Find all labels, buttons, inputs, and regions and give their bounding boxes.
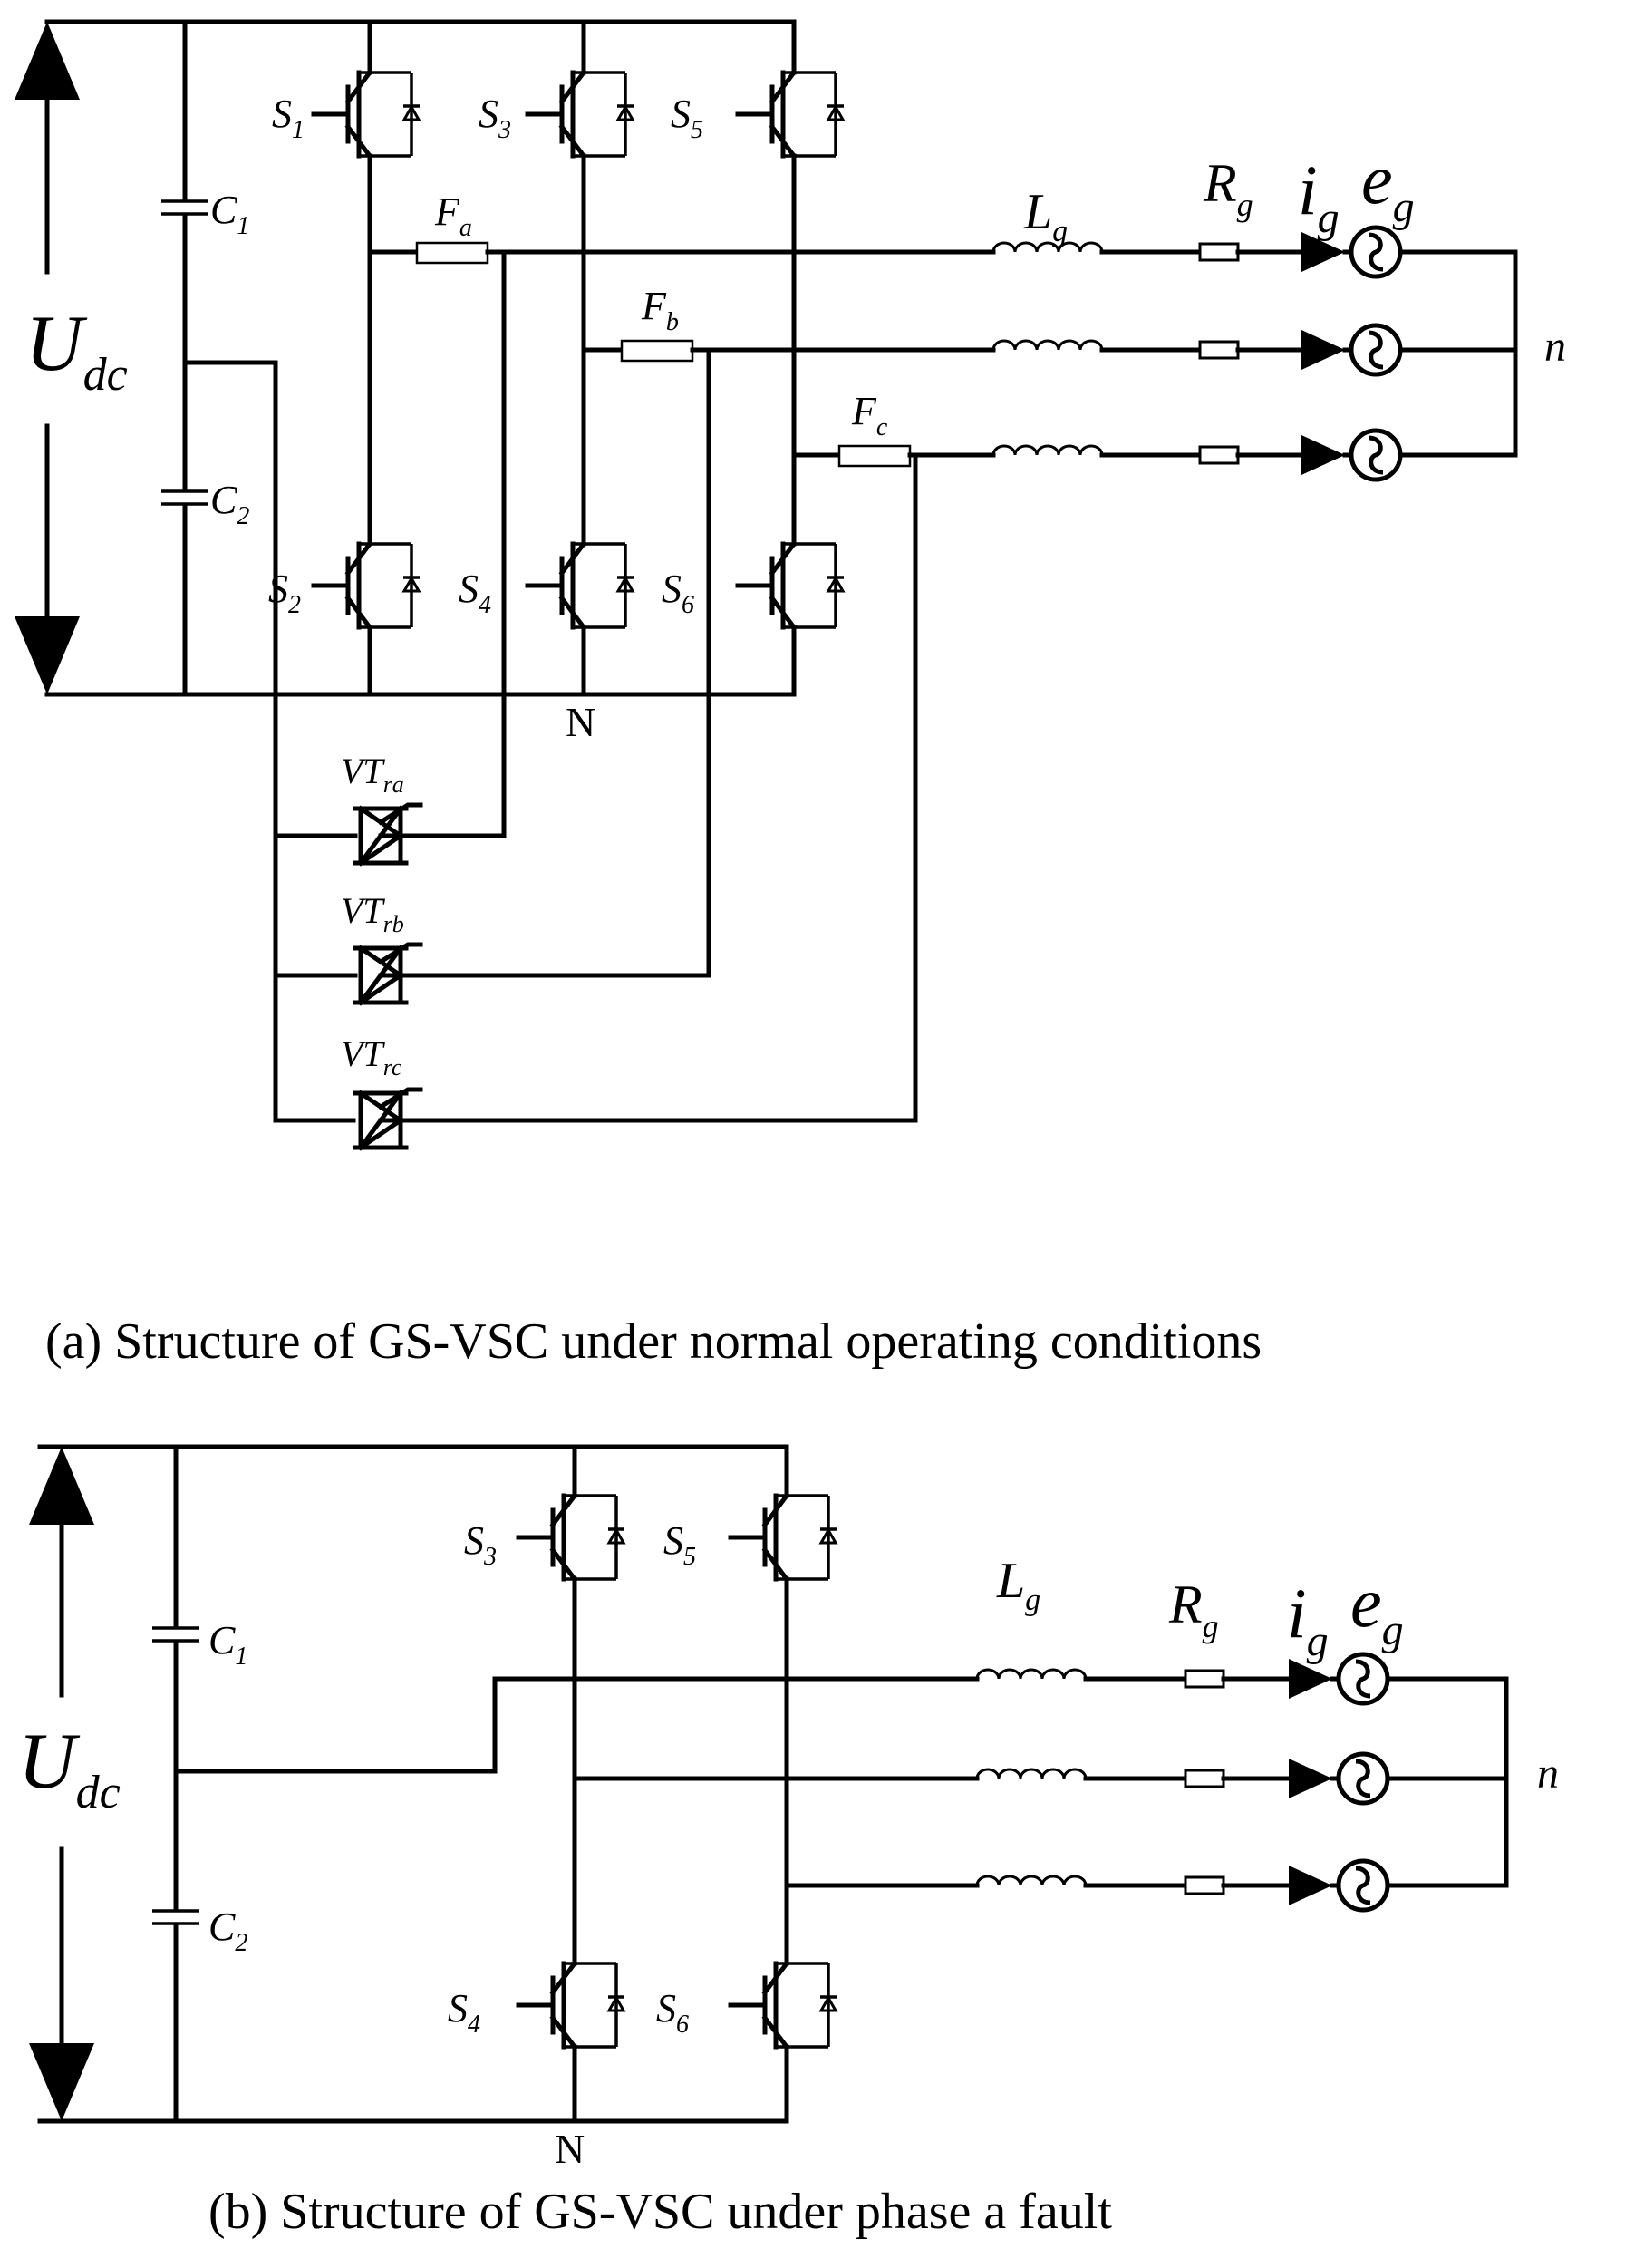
dc-neutral-label-a: N [566,699,595,745]
inductor-c [991,444,1104,457]
grid-side-b [975,1654,1509,1910]
eg-label-a: eg [1361,140,1415,231]
panel-b: Udc C1 C2 S3 S5 S4 S6 N [18,1444,1559,2240]
current-arrow-c [1301,435,1345,475]
phase-c-thyristor-wire [378,452,918,1123]
resistor-b [1198,340,1240,360]
panel-a: Udc C1 C2 [15,19,1566,1370]
udc-label: Udc [25,300,128,401]
grid-side-a [991,228,1518,480]
inductor-a-b [975,1668,1088,1681]
vtrb-label: VTrb [341,890,404,937]
c1-label-b: C1 [208,1618,247,1671]
inductor-c-b [975,1875,1088,1887]
rg-label-b: Rg [1168,1575,1219,1644]
grid-neutral-label-b: n [1537,1749,1559,1798]
s3-label: S3 [479,92,511,144]
caption-a: (a) Structure of GS-VSC under normal ope… [45,1313,1262,1370]
caption-b: (b) Structure of GS-VSC under phase a fa… [208,2184,1112,2240]
eg-label-b: eg [1350,1563,1404,1654]
switch-s4-b [518,1963,624,2047]
switch-s4 [527,544,634,627]
phase-a-thyristor-wire [378,249,507,838]
inductor-b [991,339,1104,352]
phase-b-thyristor-wire [378,347,711,978]
grid-source-a [1351,228,1400,276]
s5-label: S5 [671,92,703,144]
vtrc-label: VTrc [341,1033,402,1081]
c2-label-b: C2 [208,1905,247,1957]
switch-s5-b [730,1496,837,1579]
phase-a-midpoint-wire [173,1676,980,1774]
grid-source-b [1351,325,1400,374]
capacitor-c1 [161,19,208,474]
inductor-a [991,241,1104,254]
grid-neutral-label-a: n [1544,323,1566,371]
s6-label-b: S6 [656,1986,689,2039]
c1-label: C1 [210,188,249,240]
current-arrow-b [1301,330,1345,370]
udc-arrow [15,22,80,694]
grid-source-c [1351,431,1400,480]
resistor-b-b [1184,1769,1225,1788]
resistor-c [1198,445,1240,465]
current-arrow-a-b [1289,1659,1332,1699]
switch-s3-b [518,1496,624,1579]
fuse-fa [415,241,489,265]
capacitor-c2-b [152,1909,199,2124]
s3-label-b: S3 [464,1518,497,1571]
switch-s2 [314,544,420,627]
s5-label-b: S5 [663,1518,696,1571]
rg-label-a: Rg [1203,153,1253,223]
s4-label-b: S4 [448,1986,480,2039]
grid-source-a-b [1339,1654,1388,1703]
midpoint-wire [182,360,356,1123]
resistor-a-b [1184,1669,1225,1689]
c2-label: C2 [210,478,249,530]
switch-s6 [738,544,844,627]
grid-source-c-b [1339,1861,1388,1910]
lg-label-b: Lg [996,1553,1040,1617]
switch-s3 [527,73,634,156]
udc-label-b: Udc [18,1718,121,1818]
vtra-label: VTra [341,751,404,798]
current-arrow-a [1301,232,1345,272]
fa-label: Fa [434,189,472,242]
ig-label-a: ig [1298,150,1340,242]
capacitor-c2 [161,469,208,697]
lg-label-a: Lg [1023,184,1068,248]
s2-label: S2 [268,567,301,619]
fuse-fb [620,339,694,363]
fc-label: Fc [851,389,888,441]
current-arrow-c-b [1289,1866,1332,1905]
ig-label-b: ig [1287,1574,1329,1665]
s1-label: S1 [272,92,305,144]
switch-s5 [738,73,844,156]
s6-label: S6 [662,567,694,619]
dc-neutral-label-b: N [555,2126,585,2172]
current-arrow-b-b [1289,1759,1332,1798]
capacitor-c1-b [152,1444,199,1912]
fuse-fc [837,444,912,468]
s4-label: S4 [459,567,491,619]
udc-arrow-b [29,1447,94,2121]
switch-s1 [314,73,420,156]
fb-label: Fb [641,284,679,336]
switch-s6-b [730,1963,837,2047]
resistor-c-b [1184,1875,1225,1895]
grid-source-b-b [1339,1754,1388,1803]
inductor-b-b [975,1768,1088,1780]
resistor-a [1198,242,1240,262]
